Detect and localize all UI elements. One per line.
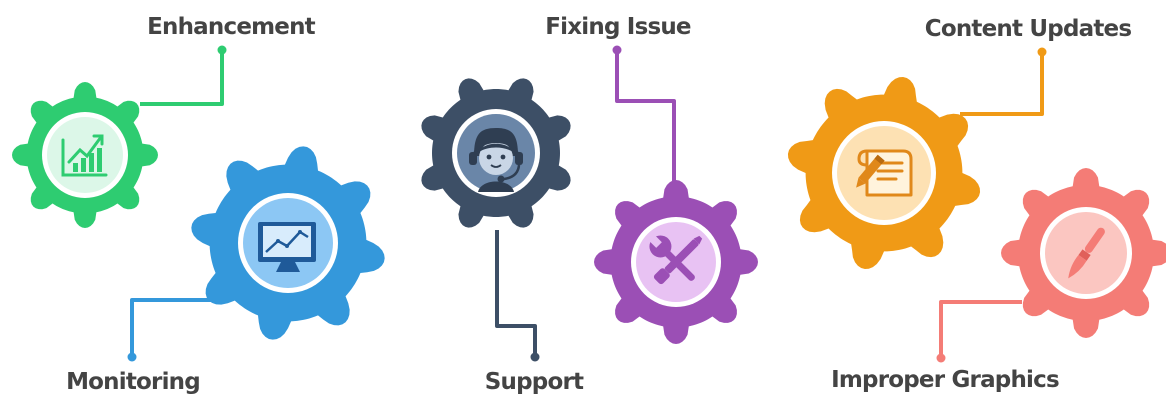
support-connector-dot [530, 352, 540, 362]
growth-chart-icon [42, 112, 128, 198]
content-updates-label: Content Updates [925, 16, 1132, 42]
improper-graphics-label: Improper Graphics [831, 367, 1059, 393]
monitoring-label: Monitoring [66, 369, 200, 395]
scroll-pencil-icon [832, 121, 936, 225]
wrench-screwdriver-icon [631, 217, 721, 307]
enhancement-label: Enhancement [147, 14, 316, 40]
enhancement-connector [140, 50, 224, 106]
paintbrush-icon [1040, 207, 1132, 299]
content-updates-connector-dot [1037, 47, 1047, 57]
connectors [127, 45, 1047, 363]
support-label: Support [485, 369, 584, 395]
fixing-issue-label: Fixing Issue [545, 14, 691, 40]
improper-graphics-connector-dot [936, 353, 946, 363]
monitor-chart-icon [238, 193, 338, 293]
content-updates-connector [960, 52, 1044, 116]
improper-graphics-connector [939, 300, 1022, 358]
support-connector [495, 230, 537, 357]
enhancement-connector-dot [217, 45, 227, 55]
fixing-issue-connector [615, 50, 676, 185]
monitoring-connector-dot [127, 352, 137, 362]
support-agent-icon [452, 109, 540, 197]
fixing-issue-connector-dot [612, 45, 622, 55]
monitoring-connector [130, 298, 215, 357]
